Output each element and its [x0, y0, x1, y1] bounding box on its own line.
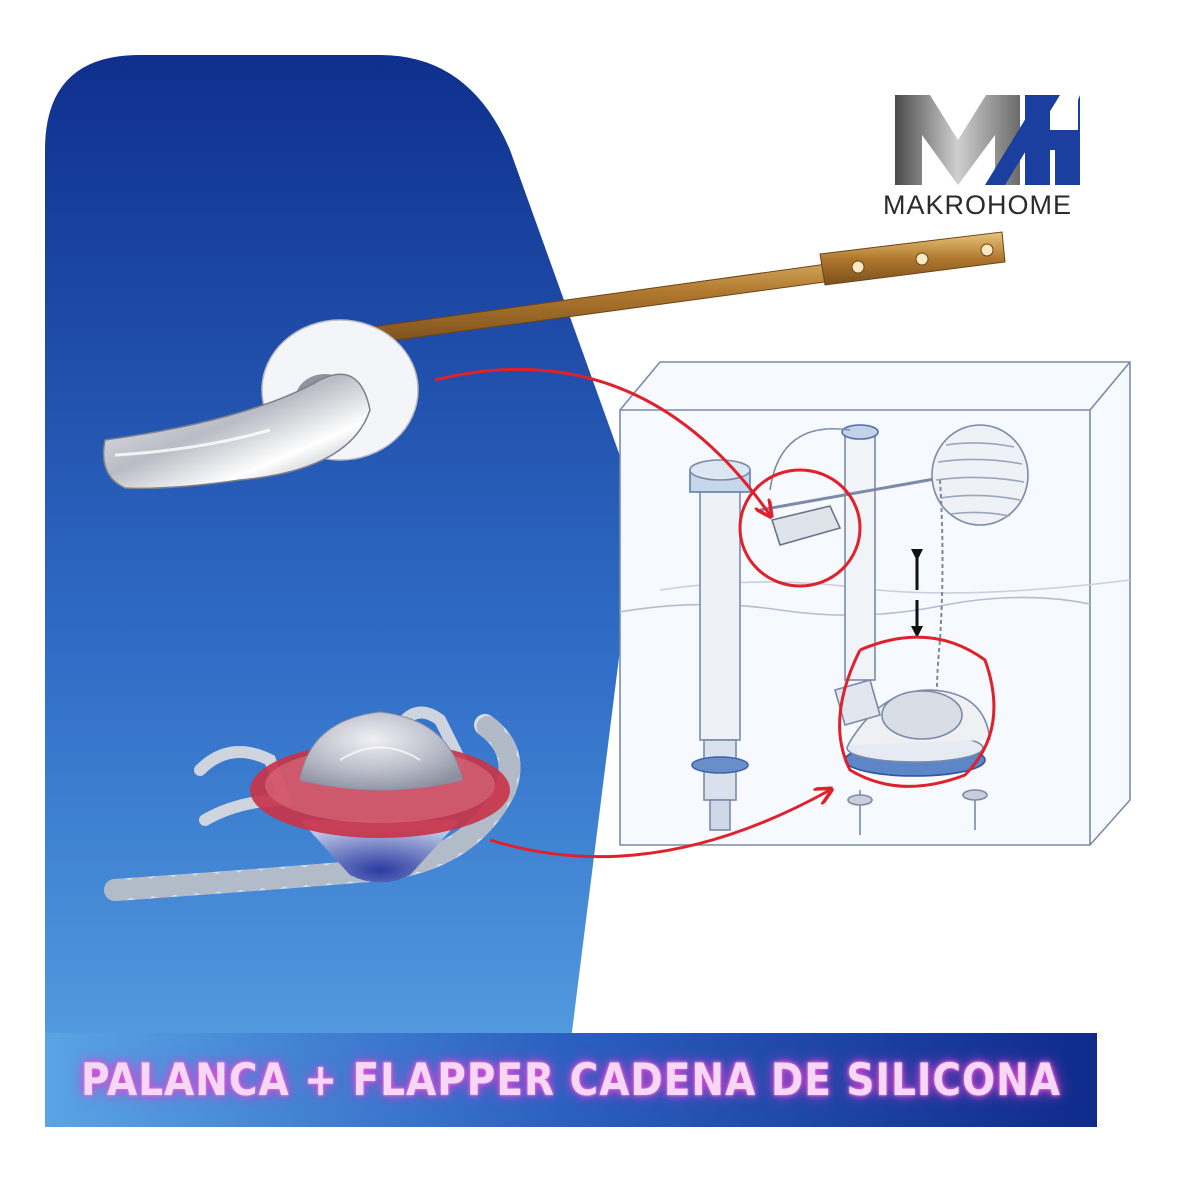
- blue-panel: [45, 55, 634, 1127]
- red-annotation-arrows: [434, 367, 830, 859]
- brand-name: MAKROHOME: [883, 190, 1073, 220]
- flapper-icon: [104, 706, 521, 901]
- brand-logo: [895, 95, 1080, 185]
- banner-background: [45, 1033, 1097, 1127]
- banner-title: PALANCA + FLAPPER CADENA DE SILICONA: [81, 1054, 1061, 1106]
- red-annotation-circles: [738, 468, 996, 788]
- bottom-banner: PALANCA + FLAPPER CADENA DE SILICONA: [45, 1033, 1097, 1127]
- toilet-lever-icon: [102, 231, 1006, 490]
- tank-diagram-icon: [619, 361, 1131, 846]
